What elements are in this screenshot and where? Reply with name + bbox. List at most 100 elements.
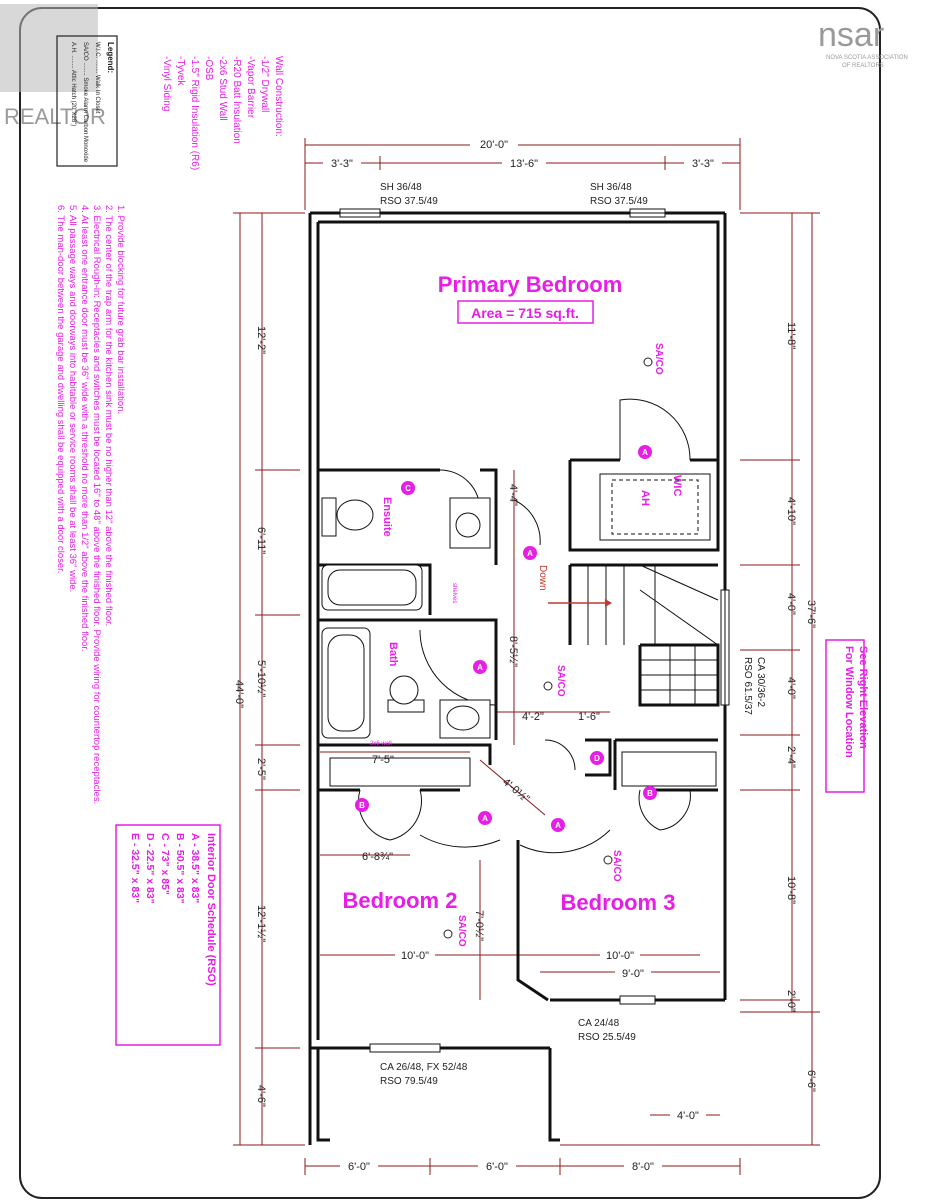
window-label: SH 36/48 — [380, 182, 422, 193]
door-tag-label: A — [477, 663, 483, 672]
legend-box: Legend: W.I.C. ........ Walk In Closet S… — [56, 35, 118, 167]
door-tag-label: A — [555, 821, 561, 830]
door-tag-D: D — [590, 751, 604, 765]
window-label: CA 24/48 — [578, 1018, 620, 1029]
dim-label: 7'-0½" — [473, 910, 485, 941]
see-right-elevation: See Right Elevation For Window Location — [825, 639, 869, 793]
dim-label: 2'-4" — [785, 746, 797, 768]
dim-label: 13'-6" — [510, 158, 538, 170]
see-right-line2: For Window Location — [843, 646, 855, 758]
door-schedule-item: E - 32.5" x 83" — [129, 833, 141, 903]
wall-item: -Tyvek — [175, 56, 186, 86]
dim-label: 5'-10½" — [255, 660, 267, 697]
ah-label: AH — [639, 490, 651, 506]
door-swings — [357, 398, 691, 854]
dim-label: 4'-6" — [255, 1085, 267, 1107]
realtor-logo-text: REALTOR — [4, 104, 106, 129]
wall-item: -R20 Batt Insulation — [231, 56, 242, 144]
dim-label: 4'-0" — [785, 677, 797, 699]
legend-item: SA/CO ........ Smoke Alarm Carbon Monoxi… — [82, 42, 88, 163]
notes: 1. Provide blocking for future grab bar … — [55, 205, 126, 804]
dim-label: 8'-0" — [632, 1161, 654, 1173]
door-tag-C: C — [401, 481, 415, 495]
dim-label: 44'-0" — [233, 680, 245, 708]
dim-label: 6'-0" — [348, 1161, 370, 1173]
dim-label: 12'-2" — [255, 326, 267, 354]
wic-label: WIC — [671, 475, 683, 496]
dim-label: 6'-11" — [255, 527, 267, 554]
wall-item: -1/2" Drywall — [259, 56, 270, 112]
wall-item: -Vinyl Siding — [161, 56, 172, 111]
note-item: 3. Electrical Rough-in: Receptacles and … — [91, 205, 102, 804]
see-right-line1: See Right Elevation — [857, 646, 869, 749]
legend-item: A.H. ........ Attic Hatch (20"X28") — [70, 42, 76, 126]
note-item: 6. The man-door between the garage and d… — [55, 205, 66, 573]
dim-label: 4'-0" — [785, 593, 797, 615]
note-item: 2. The center of the trap arm for the ki… — [103, 205, 114, 626]
window-label: RSO 79.5/49 — [380, 1076, 438, 1087]
dim-label: 10'-0" — [401, 950, 429, 962]
dim-label: 4'-2" — [522, 711, 544, 723]
door-tag-label: C — [405, 484, 411, 493]
window-label: RSO 61.5/37 — [742, 657, 753, 715]
nsar-sub-2: OF REALTORS — [842, 63, 884, 69]
legend-item: W.I.C. ........ Walk In Closet — [94, 42, 100, 114]
sa-co-label: SA/CO — [456, 915, 467, 947]
dim-label: 2'-0" — [785, 990, 797, 1012]
shelves-label: shelves — [451, 583, 457, 603]
nsar-logo-text: nsar — [818, 16, 884, 54]
door-schedule-item: B - 50.5" x 83" — [174, 833, 186, 904]
door-tag-B: B — [355, 798, 369, 812]
door-schedule-item: D - 22.5" x 83" — [144, 833, 156, 904]
sa-co-labels: SA/CO SA/CO SA/CO SA/CO — [456, 343, 664, 947]
dim-label: 6'-6" — [805, 1070, 817, 1092]
wall-construction: Wall Construction: -1/2" Drywall -Vapor … — [161, 56, 284, 170]
dim-label: 1'-6" — [578, 711, 600, 723]
door-tag-A: A — [638, 445, 652, 459]
door-tags: A A A A A C B B D — [355, 445, 657, 832]
note-item: 4. At least one entrance door must be 36… — [79, 205, 90, 652]
dim-label: 7'-5" — [372, 754, 394, 766]
sa-co-label: SA/CO — [555, 665, 566, 697]
dim-label: 2'-5" — [255, 758, 267, 780]
wall-item: -OSB — [203, 56, 214, 81]
sheet-border — [19, 7, 881, 1199]
dim-label: 4'-10" — [785, 497, 797, 525]
sa-co-detectors — [443, 357, 653, 939]
dim-label: 10'-0" — [606, 950, 634, 962]
dim-label: 37'-6" — [805, 600, 817, 628]
door-schedule: Interior Door Schedule (RSO) A - 38.5" x… — [115, 824, 221, 1046]
realtor-logo: REALTOR — [0, 4, 106, 129]
windows — [339, 208, 730, 1053]
dim-label: 4'-0½" — [500, 776, 532, 805]
note-item: 1. Provide blocking for future grab bar … — [115, 205, 126, 414]
dim-label: 9'-0" — [622, 968, 644, 980]
door-tag-label: D — [594, 754, 600, 763]
door-tag-A: A — [551, 818, 565, 832]
window-label: RSO 37.5/49 — [590, 196, 648, 207]
window-label: CA 26/48, FX 52/48 — [380, 1062, 468, 1073]
door-schedule-item: A - 38.5" x 83" — [189, 833, 201, 903]
door-tag-A: A — [478, 811, 492, 825]
dim-label: 3'-3" — [692, 158, 714, 170]
sa-co-label: SA/CO — [653, 343, 664, 375]
window-label: SH 36/48 — [590, 182, 632, 193]
dim-label: 11'-8" — [785, 322, 797, 349]
dim-label: 8'-5½" — [507, 636, 519, 667]
wall-2x6-label: 2x6 wall — [370, 741, 392, 747]
door-tag-A: A — [473, 660, 487, 674]
stairs — [548, 564, 719, 705]
bedroom2-label: Bedroom 2 — [343, 888, 458, 913]
dim-label: 4'-0" — [677, 1110, 699, 1122]
bath-label: Bath — [387, 642, 399, 667]
dim-label: 3'-3" — [331, 158, 353, 170]
room-labels: Primary Bedroom Area = 715 sq.ft. Bedroo… — [343, 272, 683, 915]
dim-label: 20'-0" — [480, 139, 508, 151]
dim-label: 12'-1½" — [255, 905, 267, 942]
legend-title: Legend: — [106, 42, 115, 73]
dim-label: 6'-0" — [486, 1161, 508, 1173]
dim-label: 4'-4" — [507, 484, 519, 506]
door-tag-label: B — [647, 789, 653, 798]
door-tag-label: A — [642, 448, 648, 457]
